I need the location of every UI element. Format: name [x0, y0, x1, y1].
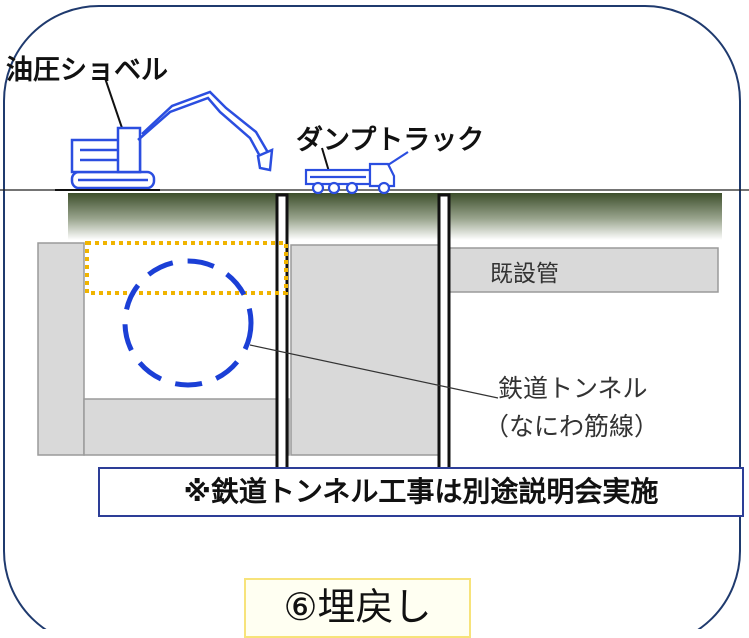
step-title-box: ⑥埋戻し — [244, 578, 471, 638]
excavation-area-outline — [85, 241, 288, 295]
sheet-pile-right — [437, 193, 451, 477]
existing-pipe-block — [440, 247, 719, 293]
tunnel-leader-line — [249, 344, 499, 399]
ground-layer — [68, 193, 722, 240]
tunnel-label-line2: （なにわ筋線） — [484, 412, 660, 441]
tunnel-label-line1: 鉄道トンネル — [498, 374, 648, 403]
existing-pipe-label: 既設管 — [490, 261, 559, 287]
excavator-leader-line — [104, 77, 123, 129]
sheet-pile-left — [275, 193, 289, 477]
excavator-label: 油圧ショベル — [6, 55, 168, 86]
dump-truck-label: ダンプトラック — [296, 125, 485, 156]
dump-truck-icon — [304, 151, 409, 195]
tunnel-outline — [122, 258, 254, 388]
left-wall-block — [37, 242, 85, 456]
concrete-structures — [37, 242, 719, 456]
excavator-icon — [70, 90, 274, 190]
separate-briefing-notice: ※鉄道トンネル工事は別途説明会実施 — [98, 467, 744, 517]
bottom-slab-block — [83, 398, 290, 456]
center-block — [290, 244, 440, 456]
